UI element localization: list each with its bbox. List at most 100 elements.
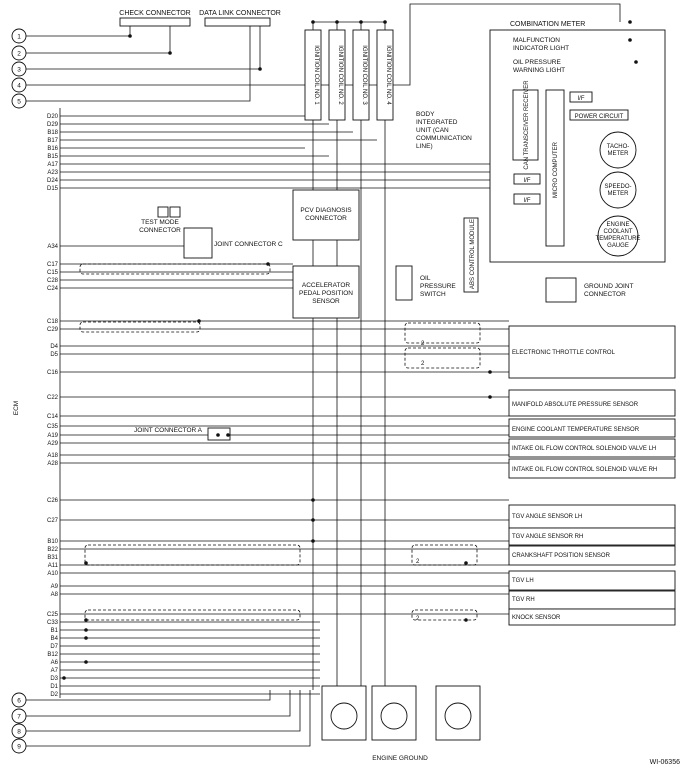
ecm-pin-B15: B15 [47,154,58,160]
ecm-pin-A10: A10 [47,571,58,577]
ground-stud-2 [444,702,472,730]
data-link-connector [204,17,271,27]
ecm-pin-A17: A17 [47,162,58,168]
test-mode-pin-2 [169,206,181,218]
right-box-3 [508,438,676,458]
ground-joint-connector [545,277,577,303]
tachometer [599,131,637,169]
ecm-pin-A11: A11 [48,563,59,569]
shield-etc [404,322,481,344]
components [11,17,676,754]
oil-warning-label: WARNING LIGHT [513,67,565,74]
circle-label-6: 6 [17,698,21,705]
ecm-pin-A9: A9 [51,584,59,590]
wire [26,22,251,102]
oil-switch-label: PRESSURE [420,283,456,290]
ecm-pin-D4: D4 [50,344,58,350]
coolant-gauge [597,215,639,257]
right-box-label-8: TGV LH [512,578,534,584]
pcv-connector [292,189,360,241]
abs-module [463,217,479,293]
right-box-label-5: TGV ANGLE SENSOR LH [512,514,582,520]
if-label-2: I/F [524,198,531,204]
oil-pressure-switch [395,265,413,301]
right-box-label-0: ELECTRONIC THROTTLE CONTROL [512,350,616,356]
ecm-pin-C24: C24 [47,286,59,292]
dash-mark-0: 2 [421,341,425,347]
accelerator-sensor-label: SENSOR [312,298,340,305]
right-box-1 [508,389,676,417]
ecm-pin-D24: D24 [47,178,59,184]
junction-dot [84,636,88,640]
ecm-pin-A7: A7 [51,668,59,674]
dash-mark-1: 2 [421,361,425,367]
ecm-pin-D29: D29 [47,122,59,128]
circle-5 [11,93,27,109]
test-mode-label: CONNECTOR [139,227,181,234]
wire [26,690,311,747]
dash-mark-3: 2 [416,616,420,622]
combination-meter-label: COMBINATION METER [510,21,585,28]
data-link-connector-label: DATA LINK CONNECTOR [199,10,281,17]
can-transceiver-label: CAN TRANSCEIVER RECEIVER [524,80,530,170]
ecm-pin-C25: C25 [47,612,59,618]
can-transceiver [512,89,539,161]
accelerator-sensor-label: ACCELERATOR [302,282,350,289]
ecm-pin-D2: D2 [50,692,58,698]
coolant-gauge-label: ENGINE [606,222,629,228]
right-box-label-9: TGV RH [512,597,535,603]
ignition-coil-label-4: IGNITION COIL NO. 4 [385,45,391,105]
ecm-pin-B10: B10 [47,539,58,545]
ecm-pin-D7: D7 [50,644,58,650]
right-box-label-2: ENGINE COOLANT TEMPERATURE SENSOR [512,427,640,433]
circle-3 [11,61,27,77]
ignition-coil-label-1: IGNITION COIL NO. 1 [313,45,319,105]
ecm-pin-A8: A8 [51,592,59,598]
junction-dot [311,20,315,24]
junction-dot [634,60,638,64]
circle-label-4: 4 [17,83,21,90]
right-box-10 [508,608,676,626]
body-unit-label: LINE) [416,143,433,150]
shield-c18 [79,321,201,333]
ecm-pin-C27: C27 [47,518,59,524]
ecm-pin-C18: C18 [47,319,59,325]
ecm-pin-A28: A28 [47,461,58,467]
oil-warning-label: OIL PRESSURE [513,59,561,66]
right-box-label-7: CRANKSHAFT POSITION SENSOR [512,553,611,559]
circle-9 [11,738,27,754]
junction-dot [84,618,88,622]
junction-dot [216,433,220,437]
junction-dot [84,660,88,664]
circle-8 [11,723,27,739]
if-box-top [569,91,593,103]
ecm-pin-B12: B12 [47,652,58,658]
ecm-pin-C33: C33 [47,620,59,626]
if-box-2 [513,193,541,205]
junction-dot [383,20,387,24]
dash-mark-2: 2 [416,559,420,565]
body-unit-label: COMMUNICATION [416,135,472,142]
ecm-pin-C14: C14 [47,414,59,420]
speedometer [599,171,637,209]
shield-crank [84,544,301,566]
junction-dot [488,395,492,399]
junction-dot [258,67,262,71]
ecm-pin-D20: D20 [47,114,59,120]
if-box-1 [513,173,541,185]
shield-c17 [79,263,271,275]
circle-2 [11,45,27,61]
ignition-coil-label-3: IGNITION COIL NO. 3 [361,45,367,105]
ecm-pin-C16: C16 [47,370,59,376]
ignition-coil-2 [328,29,346,121]
ecm-pin-A29: A29 [47,441,58,447]
ecm-pin-D15: D15 [47,186,59,192]
coolant-gauge-label: COOLANT [603,229,632,235]
ecm-pin-B18: B18 [47,130,58,136]
joint-connector-c [183,227,213,259]
ecm-pin-B1: B1 [51,628,59,634]
circle-label-9: 9 [17,744,21,751]
circle-7 [11,708,27,724]
ground-joint-label: CONNECTOR [584,291,626,298]
